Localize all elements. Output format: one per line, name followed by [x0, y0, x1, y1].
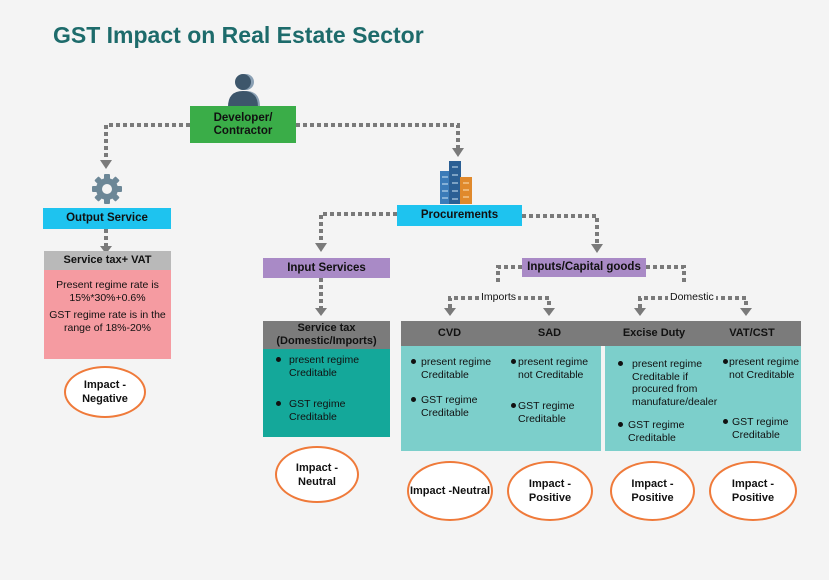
domestic-label: Domestic [668, 291, 716, 303]
input-services-present: present regime Creditable [289, 354, 360, 379]
vat-present: present regime not Creditable [729, 356, 800, 381]
bullet [276, 357, 281, 362]
input-services-box: Input Services [263, 258, 390, 278]
service-tax-vat-header: Service tax+ VAT [44, 251, 171, 270]
sad-header: SAD [498, 321, 601, 346]
bullet [618, 361, 623, 366]
buildings-icon [440, 161, 472, 204]
service-tax-domestic-imports-header: Service tax (Domestic/Imports) [263, 321, 390, 349]
inputs-capital-goods-box: Inputs/Capital goods [522, 258, 646, 277]
impact-positive-oval: Impact -Positive [709, 461, 797, 521]
person-icon [228, 74, 260, 107]
excise-present: present regime Creditable if procured fr… [632, 358, 718, 408]
vat-gst: GST regime Creditable [732, 416, 789, 441]
cvd-present: present regime Creditable [421, 356, 492, 381]
impact-neutral-oval: Impact -Neutral [407, 461, 493, 521]
bullet [276, 401, 281, 406]
output-service-detail: Present regime rate is 15%*30%+0.6% GST … [44, 270, 171, 359]
sad-gst: GST regime Creditable [518, 400, 575, 425]
present-regime-rate: Present regime rate is 15%*30%+0.6% [56, 279, 159, 304]
excise-gst: GST regime Creditable [628, 419, 685, 444]
bullet [618, 422, 623, 427]
bullet [411, 359, 416, 364]
bullet [723, 419, 728, 424]
bullet [511, 359, 516, 364]
procurements-box: Procurements [397, 205, 522, 226]
impact-negative-oval: Impact -Negative [64, 366, 146, 418]
gear-icon [92, 174, 122, 204]
domestic-detail: present regime Creditable if procured fr… [605, 346, 801, 451]
imports-detail: present regime Creditable GST regime Cre… [401, 346, 601, 451]
impact-positive-oval: Impact -Positive [507, 461, 593, 521]
impact-positive-oval: Impact -Positive [610, 461, 695, 521]
page-title: GST Impact on Real Estate Sector [53, 22, 424, 48]
input-services-detail: present regime Creditable GST regime Cre… [263, 349, 390, 437]
bullet [723, 359, 728, 364]
output-service-box: Output Service [43, 208, 171, 229]
developer-contractor-box: Developer/ Contractor [190, 106, 296, 143]
sad-present: present regime not Creditable [518, 356, 589, 381]
vat-cst-header: VAT/CST [703, 321, 801, 346]
excise-duty-header: Excise Duty [605, 321, 703, 346]
bullet [411, 397, 416, 402]
imports-label: Imports [479, 291, 519, 303]
cvd-header: CVD [401, 321, 498, 346]
gst-regime-rate: GST regime rate is in the range of 18%-2… [49, 309, 166, 334]
cvd-gst: GST regime Creditable [421, 394, 478, 419]
impact-neutral-oval: Impact -Neutral [275, 446, 359, 503]
input-services-gst: GST regime Creditable [289, 398, 346, 423]
bullet [511, 403, 516, 408]
